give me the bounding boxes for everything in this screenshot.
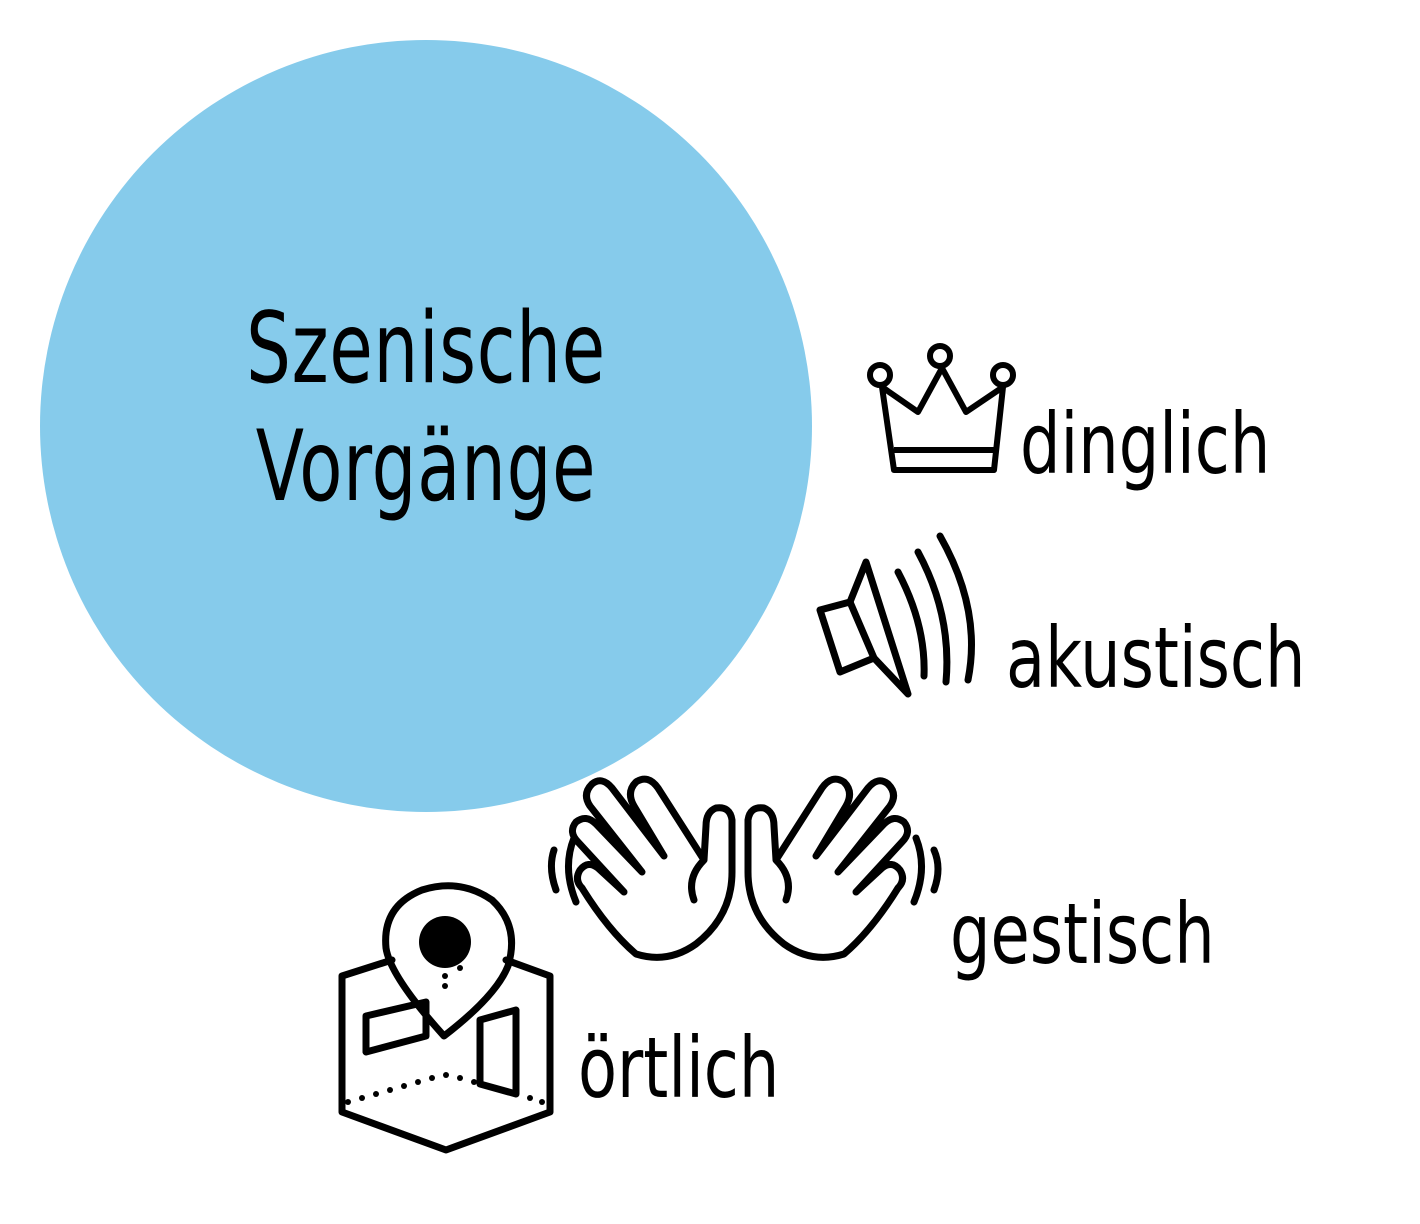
category-label-gestisch: gestisch bbox=[950, 885, 1215, 983]
category-label-akustisch: akustisch bbox=[1006, 609, 1306, 707]
speaker-icon bbox=[806, 530, 986, 710]
crown-icon bbox=[860, 340, 1030, 480]
center-title-line2: Vorgänge bbox=[255, 410, 597, 524]
waving-hands-icon bbox=[546, 768, 966, 968]
map-pin-icon bbox=[330, 870, 560, 1160]
center-circle bbox=[40, 40, 812, 812]
center-title: Szenische Vorgänge bbox=[148, 290, 704, 526]
category-label-oertlich: örtlich bbox=[578, 1019, 780, 1117]
center-title-line1: Szenische bbox=[246, 292, 606, 406]
category-label-dinglich: dinglich bbox=[1020, 395, 1271, 493]
